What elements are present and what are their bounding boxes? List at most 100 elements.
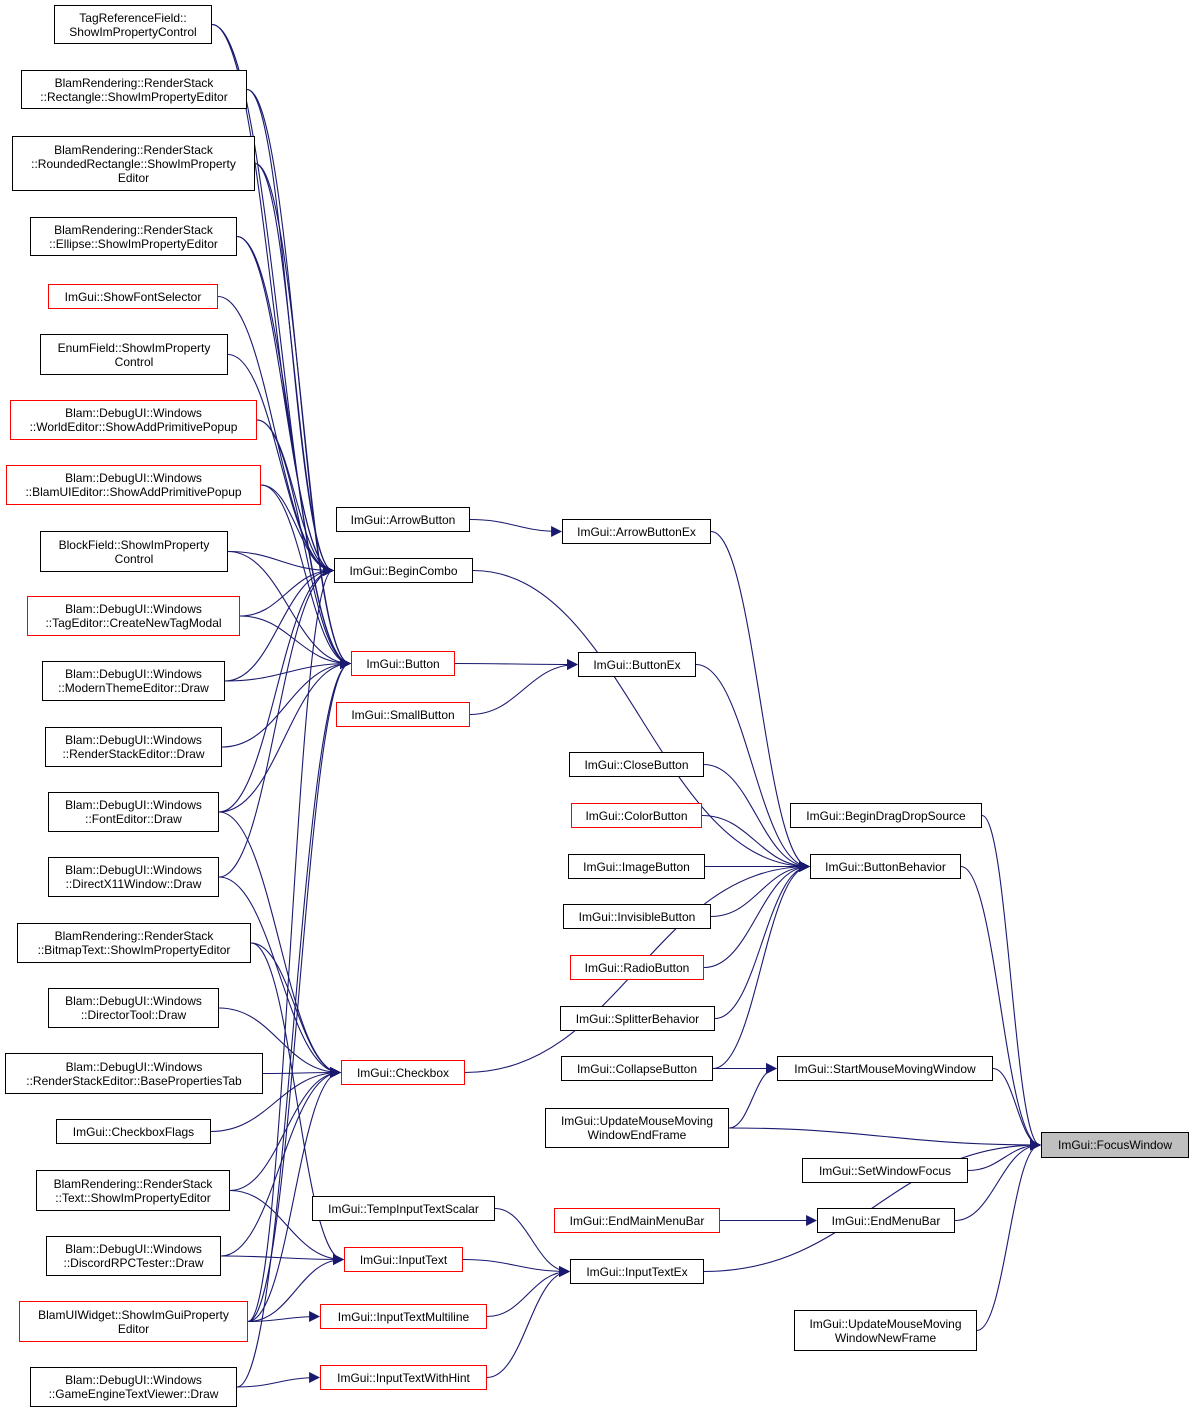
edge-blamUIWidget-to-checkbox [247, 1067, 342, 1323]
node-label-line: ImGui::RadioButton [584, 960, 690, 975]
node-render-stack-editor-draw[interactable]: Blam::DebugUI::Windows::RenderStackEdito… [45, 727, 222, 767]
node-label-line: ImGui::BeginCombo [349, 563, 458, 578]
node-label-line: ImGui::InputText [359, 1252, 448, 1267]
node-arrow-button-ex[interactable]: ImGui::ArrowButtonEx [562, 519, 711, 544]
node-label-line: ImGui::SmallButton [351, 707, 455, 722]
edge-beginDragDrop-to-focusWindow [981, 814, 1042, 1151]
node-font-editor-draw[interactable]: Blam::DebugUI::Windows::FontEditor::Draw [48, 792, 219, 832]
node-button[interactable]: ImGui::Button [351, 651, 455, 676]
node-label-line: Control [114, 551, 154, 566]
edge-closeButton-to-buttonBehavior [703, 763, 811, 872]
node-small-button[interactable]: ImGui::SmallButton [336, 702, 470, 727]
edge-buttonEx-to-buttonBehavior [695, 663, 811, 872]
node-label-line: ImGui::ColorButton [585, 808, 688, 823]
edge-blamUIWidget-to-inputTextMultiline [247, 1311, 321, 1323]
node-temp-input-text-scalar[interactable]: ImGui::TempInputTextScalar [312, 1196, 495, 1221]
node-label-line: EnumField::ShowImProperty [57, 340, 211, 355]
edge-directX11-to-checkbox [218, 876, 342, 1078]
node-label-line: ::RenderStackEditor::Draw [62, 747, 205, 761]
node-checkbox[interactable]: ImGui::Checkbox [341, 1060, 465, 1085]
edge-fontEditor-to-checkbox [218, 811, 342, 1078]
node-invisible-button[interactable]: ImGui::InvisibleButton [563, 904, 711, 929]
edge-blamUIWidget-to-button [247, 658, 352, 1323]
node-label-line: Blam::DebugUI::Windows [65, 471, 202, 485]
edge-worldEditor-to-beginCombo [256, 419, 335, 576]
node-label-line: ::GameEngineTextViewer::Draw [48, 1387, 219, 1401]
node-show-font-selector[interactable]: ImGui::ShowFontSelector [48, 284, 218, 309]
node-label-line: ImGui::UpdateMouseMoving [560, 1114, 714, 1128]
node-directx11-window-draw[interactable]: Blam::DebugUI::Windows::DirectX11Window:… [48, 857, 219, 897]
node-input-text-with-hint[interactable]: ImGui::InputTextWithHint [320, 1365, 487, 1390]
node-begin-drag-drop-source[interactable]: ImGui::BeginDragDropSource [790, 803, 982, 828]
node-label-line: ImGui::InputTextWithHint [337, 1370, 470, 1385]
node-arrow-button[interactable]: ImGui::ArrowButton [336, 507, 470, 532]
node-input-text-multiline[interactable]: ImGui::InputTextMultiline [320, 1304, 487, 1329]
edge-endMenuBar-to-focusWindow [954, 1139, 1042, 1222]
edge-updateEndFrame-to-focusWindow [728, 1127, 1042, 1151]
node-label-line: ImGui::ArrowButtonEx [577, 524, 696, 539]
node-label-line: BlamRendering::RenderStack [53, 1176, 213, 1191]
node-image-button[interactable]: ImGui::ImageButton [568, 854, 705, 879]
node-radio-button[interactable]: ImGui::RadioButton [570, 955, 704, 980]
node-label-line: ::TagEditor::CreateNewTagModal [45, 616, 222, 630]
node-blam-ui-editor-show-add-primitive-popup[interactable]: Blam::DebugUI::Windows::BlamUIEditor::Sh… [6, 465, 261, 505]
edge-updateNewFrame-to-focusWindow [976, 1139, 1042, 1332]
node-game-engine-text-viewer-draw[interactable]: Blam::DebugUI::Windows::GameEngineTextVi… [30, 1367, 237, 1407]
node-begin-combo[interactable]: ImGui::BeginCombo [334, 558, 473, 583]
edge-modernTheme-to-beginCombo [224, 565, 335, 682]
node-label-line: ImGui::CheckboxFlags [72, 1124, 195, 1139]
node-label-line: Blam::DebugUI::Windows [65, 406, 202, 420]
node-ellipse-show-im-property-editor[interactable]: BlamRendering::RenderStack::Ellipse::Sho… [30, 217, 237, 256]
node-end-menu-bar[interactable]: ImGui::EndMenuBar [817, 1208, 955, 1233]
node-world-editor-show-add-primitive-popup[interactable]: Blam::DebugUI::Windows::WorldEditor::Sho… [10, 400, 257, 440]
node-tag-editor-create-new-tag-modal[interactable]: Blam::DebugUI::Windows::TagEditor::Creat… [27, 596, 240, 636]
edge-inputTextWithHint-to-inputTextEx [486, 1266, 571, 1379]
edge-discordRPC-to-checkbox [220, 1067, 342, 1257]
node-modern-theme-editor-draw[interactable]: Blam::DebugUI::Windows::ModernThemeEdito… [42, 661, 225, 701]
node-render-stack-editor-base-properties-tab[interactable]: Blam::DebugUI::Windows::RenderStackEdito… [5, 1053, 263, 1094]
edge-radioButton-to-buttonBehavior [703, 861, 811, 969]
node-button-behavior[interactable]: ImGui::ButtonBehavior [810, 854, 961, 879]
node-rounded-rectangle-show-im-property-editor[interactable]: BlamRendering::RenderStack::RoundedRecta… [12, 136, 255, 191]
edge-startMouseMoving-to-focusWindow [992, 1067, 1042, 1151]
edge-button-to-buttonEx [454, 658, 579, 670]
node-discord-rpc-tester-draw[interactable]: Blam::DebugUI::Windows::DiscordRPCTester… [46, 1236, 221, 1276]
node-label-line: ImGui::BeginDragDropSource [806, 808, 966, 823]
node-input-text-ex[interactable]: ImGui::InputTextEx [570, 1259, 704, 1284]
node-button-ex[interactable]: ImGui::ButtonEx [578, 652, 696, 677]
node-start-mouse-moving-window[interactable]: ImGui::StartMouseMovingWindow [777, 1056, 993, 1081]
node-checkbox-flags[interactable]: ImGui::CheckboxFlags [56, 1119, 211, 1144]
node-splitter-behavior[interactable]: ImGui::SplitterBehavior [560, 1006, 715, 1031]
node-bitmap-text-show-im-property-editor[interactable]: BlamRendering::RenderStack::BitmapText::… [17, 923, 251, 963]
node-input-text[interactable]: ImGui::InputText [344, 1247, 463, 1272]
node-collapse-button[interactable]: ImGui::CollapseButton [561, 1056, 713, 1081]
edge-blamUIEditor-to-beginCombo [260, 484, 335, 576]
edge-gameEngineText-to-button [236, 658, 352, 1388]
node-text-show-im-property-editor[interactable]: BlamRendering::RenderStack::Text::ShowIm… [36, 1170, 230, 1211]
edge-bitmapText-to-checkbox [250, 942, 342, 1078]
node-label-line: ::DirectX11Window::Draw [65, 877, 202, 891]
node-close-button[interactable]: ImGui::CloseButton [569, 752, 704, 777]
edge-enumField-to-beginCombo [227, 353, 335, 576]
edge-checkboxFlags-to-checkbox [210, 1067, 342, 1133]
node-color-button[interactable]: ImGui::ColorButton [571, 803, 702, 828]
node-end-main-menu-bar[interactable]: ImGui::EndMainMenuBar [554, 1208, 720, 1233]
node-director-tool-draw[interactable]: Blam::DebugUI::Windows::DirectorTool::Dr… [48, 988, 219, 1028]
node-set-window-focus[interactable]: ImGui::SetWindowFocus [802, 1158, 968, 1183]
node-label-line: ImGui::InvisibleButton [578, 909, 696, 924]
node-label-line: ImGui::ShowFontSelector [64, 289, 202, 304]
node-tag-reference-field-show-im-property-control[interactable]: TagReferenceField::ShowImPropertyControl [54, 5, 212, 44]
edge-invisibleButton-to-buttonBehavior [710, 861, 811, 918]
node-label-line: WindowEndFrame [587, 1128, 687, 1142]
edge-arrowButtonEx-to-buttonBehavior [710, 530, 811, 872]
node-rectangle-show-im-property-editor[interactable]: BlamRendering::RenderStack::Rectangle::S… [21, 70, 247, 109]
node-label-line: Control [114, 354, 154, 369]
edge-tagRefField-to-button [211, 23, 352, 669]
node-focus-window: ImGui::FocusWindow [1041, 1132, 1189, 1158]
